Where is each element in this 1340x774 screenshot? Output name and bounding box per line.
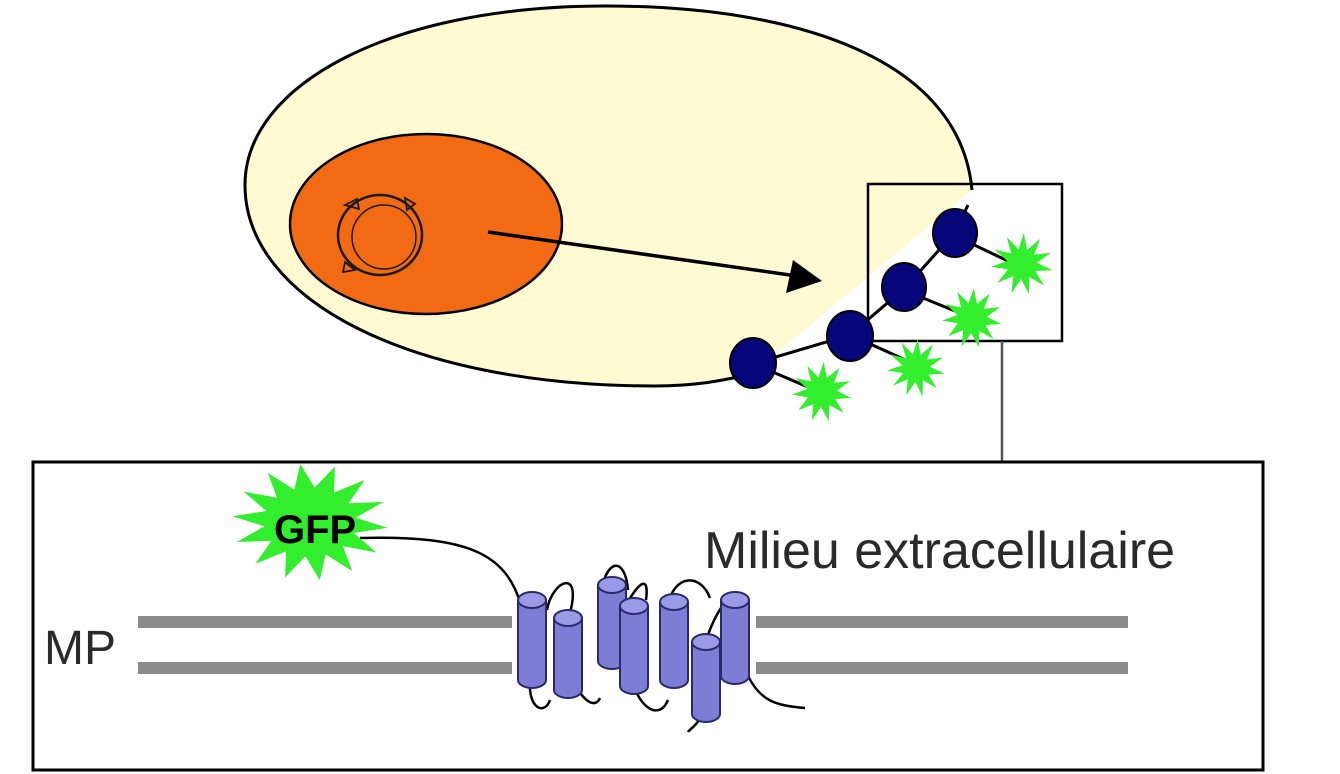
gfp-label: GFP (274, 508, 356, 552)
gfp-star-icon (991, 233, 1053, 295)
gfp-label-star-icon (232, 464, 388, 580)
plasma-membrane (138, 616, 1128, 674)
nucleus (288, 132, 564, 316)
gfp-star-icon (792, 362, 852, 422)
extracellular-label: Milieu extracellulaire (704, 522, 1175, 580)
arrow-icon (487, 230, 822, 293)
transmembrane-helix-icon (619, 597, 649, 695)
gfp-star-icon (942, 288, 1002, 348)
protein-dots (729, 208, 978, 389)
protein-dot (729, 337, 777, 389)
transmembrane-helix-icon (720, 591, 750, 685)
transmembrane-helices (517, 576, 750, 723)
gfp-star-icon (887, 339, 945, 397)
protein-dot (881, 262, 927, 312)
gfp-star-icons (792, 233, 1053, 422)
protein-dot (932, 208, 978, 258)
gfp-star-icon (232, 464, 388, 580)
transmembrane-helix-icon (691, 633, 721, 723)
transmembrane-helix-icon (659, 593, 689, 689)
membrane-label: MP (44, 622, 116, 675)
plasmid-icon (336, 193, 424, 277)
transmembrane-helix-icon (517, 591, 547, 689)
protein-dot (826, 310, 874, 362)
transmembrane-helix-icon (553, 609, 583, 699)
